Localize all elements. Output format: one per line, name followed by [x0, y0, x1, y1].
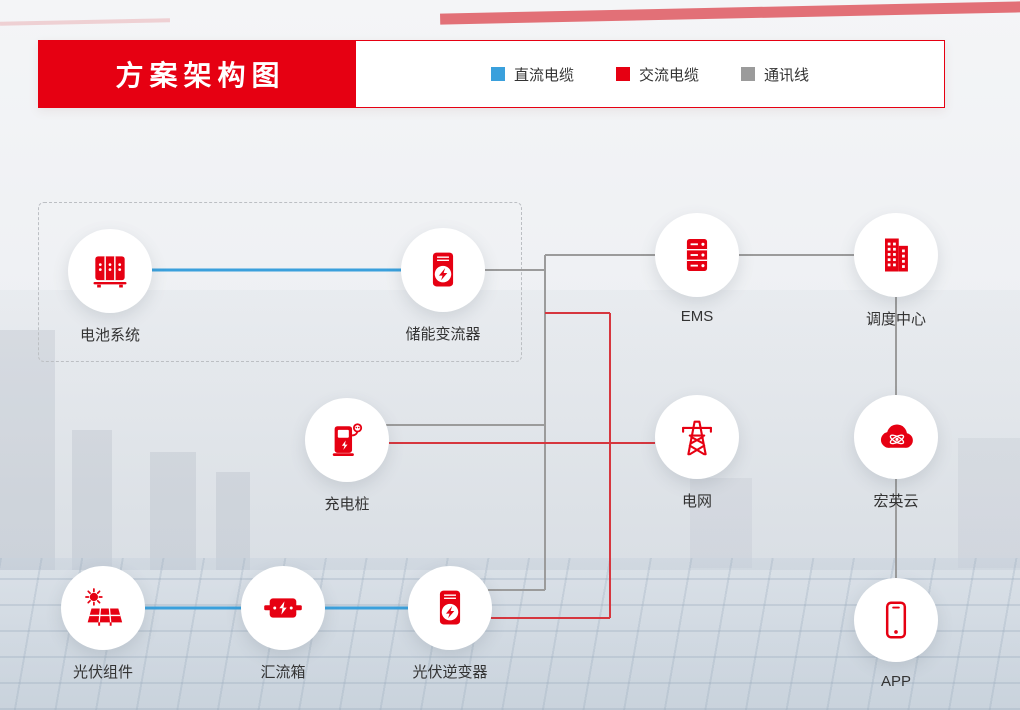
legend: 直流电缆 交流电缆 通讯线: [356, 41, 944, 107]
node-circle: [401, 228, 485, 312]
legend-item-comm: 通讯线: [741, 64, 809, 85]
background-building: [690, 478, 752, 568]
node-label: 充电桩: [324, 496, 370, 513]
battery-cabinet-icon: [93, 256, 127, 288]
node-label: 汇流箱: [260, 664, 306, 681]
background-solar-field: [0, 558, 1020, 710]
node-app: APP: [836, 578, 956, 690]
background-building: [0, 330, 55, 570]
comm-line-swatch: [741, 67, 755, 81]
node-circle: [854, 578, 938, 662]
node-label: 宏英云: [873, 493, 919, 510]
node-power-grid: 电网: [637, 395, 757, 511]
node-circle: [854, 213, 938, 297]
node-pv-inverter: 光伏逆变器: [390, 566, 510, 682]
smartphone-icon: [885, 601, 907, 639]
page-title: 方案架构图: [39, 41, 356, 107]
storage-subsystem-group-outline: [38, 202, 522, 362]
node-battery-system: 电池系统: [50, 229, 170, 345]
legend-label: 通讯线: [764, 66, 810, 84]
node-label: 电网: [681, 493, 712, 510]
node-label: APP: [880, 673, 911, 690]
background-building: [72, 430, 112, 570]
ac-cable-swatch: [615, 67, 630, 81]
node-circle: [68, 229, 152, 313]
node-label: EMS: [680, 308, 714, 325]
node-charging-pile: 充电桩: [287, 398, 407, 514]
node-circle: [655, 395, 739, 479]
node-pv-modules: 光伏组件: [43, 566, 163, 682]
inverter-icon: [439, 590, 461, 625]
node-label: 调度中心: [865, 311, 926, 328]
legend-item-dc: 直流电缆: [490, 64, 574, 85]
node-circle: [655, 213, 739, 297]
power-tower-icon: [682, 420, 712, 456]
node-combiner-box: 汇流箱: [223, 566, 343, 682]
background-building: [216, 472, 250, 570]
node-label: 电池系统: [79, 327, 140, 344]
node-label: 储能变流器: [405, 326, 481, 343]
legend-label: 交流电缆: [638, 66, 699, 84]
node-circle: [408, 566, 492, 650]
background-building: [150, 452, 196, 570]
background-building: [958, 438, 1020, 568]
node-circle: [61, 566, 145, 650]
node-circle: [305, 398, 389, 482]
combiner-box-icon: [264, 598, 302, 618]
server-icon: [686, 238, 708, 272]
ev-charger-icon: [332, 423, 363, 457]
cloud-icon: [880, 424, 913, 448]
node-circle: [854, 395, 938, 479]
header-banner: 方案架构图 直流电缆 交流电缆 通讯线: [38, 40, 945, 108]
solar-panel-icon: [85, 588, 123, 626]
building-icon: [885, 238, 908, 272]
node-circle: [241, 566, 325, 650]
legend-label: 直流电缆: [513, 66, 574, 84]
node-label: 光伏组件: [72, 664, 133, 681]
node-ems: EMS: [637, 213, 757, 325]
node-storage-converter: 储能变流器: [383, 228, 503, 344]
node-label: 光伏逆变器: [412, 664, 488, 681]
legend-item-ac: 交流电缆: [615, 64, 699, 85]
background-skyline-haze: [0, 290, 1020, 570]
converter-icon: [432, 252, 454, 287]
node-dispatch-center: 调度中心: [836, 213, 956, 329]
dc-cable-swatch: [490, 67, 505, 81]
node-hongying-cloud: 宏英云: [836, 395, 956, 511]
